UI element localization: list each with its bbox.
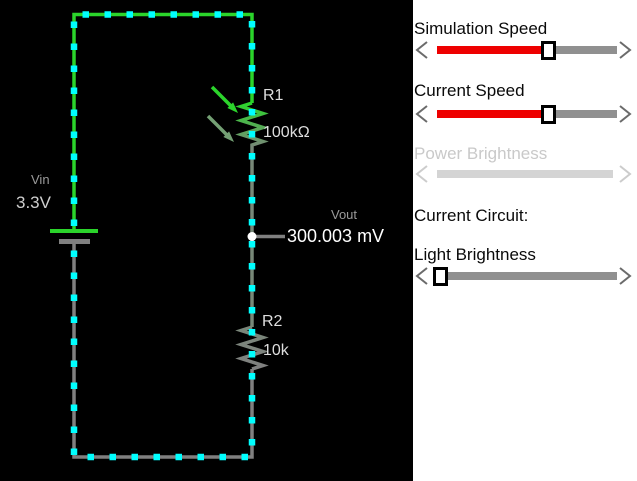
current-speed-slider[interactable] [413, 104, 637, 124]
slider-fill [437, 46, 548, 54]
slider-increase-arrow-icon[interactable] [617, 40, 633, 60]
r1-label: R1 [263, 87, 284, 104]
r2-value: 10k [263, 342, 290, 359]
power-brightness-label: Power Brightness [414, 144, 548, 163]
slider-track[interactable] [433, 267, 617, 286]
slider-track[interactable] [437, 105, 617, 124]
simulation-speed-slider[interactable] [413, 40, 637, 60]
vout-probe[interactable] [247, 232, 286, 241]
power-brightness-slider [413, 164, 637, 184]
probe-node-dot [247, 232, 257, 241]
r2-label: R2 [262, 313, 283, 330]
slider-decrease-arrow-icon[interactable] [414, 104, 430, 124]
r1-value: 100kΩ [263, 124, 310, 141]
current-circuit-section-label: Current Circuit: [414, 206, 529, 225]
resistor-r2[interactable] [235, 325, 269, 371]
slider-increase-arrow-icon [619, 165, 632, 183]
slider-decrease-arrow-icon[interactable] [414, 40, 430, 60]
slider-decrease-arrow-icon[interactable] [414, 266, 430, 286]
photoresistor-r1[interactable] [206, 85, 269, 147]
resistor-zigzag [235, 101, 269, 147]
slider-decrease-arrow-icon [415, 165, 428, 183]
slider-track [437, 170, 613, 178]
light-arrow-icon [210, 85, 238, 113]
slider-increase-arrow-icon[interactable] [617, 266, 633, 286]
control-panel: Simulation Speed Current Speed Power Bri… [413, 0, 637, 481]
light-brightness-label: Light Brightness [414, 245, 536, 264]
current-dots [70, 11, 256, 461]
slider-thumb[interactable] [541, 41, 556, 60]
slider-thumb[interactable] [433, 267, 448, 286]
vin-value: 3.3V [16, 193, 52, 212]
vout-value: 300.003 mV [287, 226, 384, 246]
slider-increase-arrow-icon[interactable] [617, 104, 633, 124]
current-speed-label: Current Speed [414, 81, 525, 100]
vout-label: Vout [331, 207, 357, 222]
light-brightness-slider[interactable] [413, 266, 637, 286]
slider-thumb[interactable] [541, 105, 556, 124]
circuit-canvas[interactable]: Vin 3.3V R1 100kΩ Vout 300.003 mV R2 10k [0, 0, 413, 481]
vin-label: Vin [31, 172, 50, 187]
simulation-speed-label: Simulation Speed [414, 19, 548, 38]
wire-high-side[interactable] [72, 12, 254, 232]
light-arrow-icon [206, 114, 234, 142]
wire-ground-side[interactable] [72, 242, 254, 459]
slider-fill [437, 110, 548, 118]
slider-track[interactable] [437, 41, 617, 60]
voltage-source[interactable] [50, 229, 98, 244]
resistor-zigzag [235, 325, 269, 371]
